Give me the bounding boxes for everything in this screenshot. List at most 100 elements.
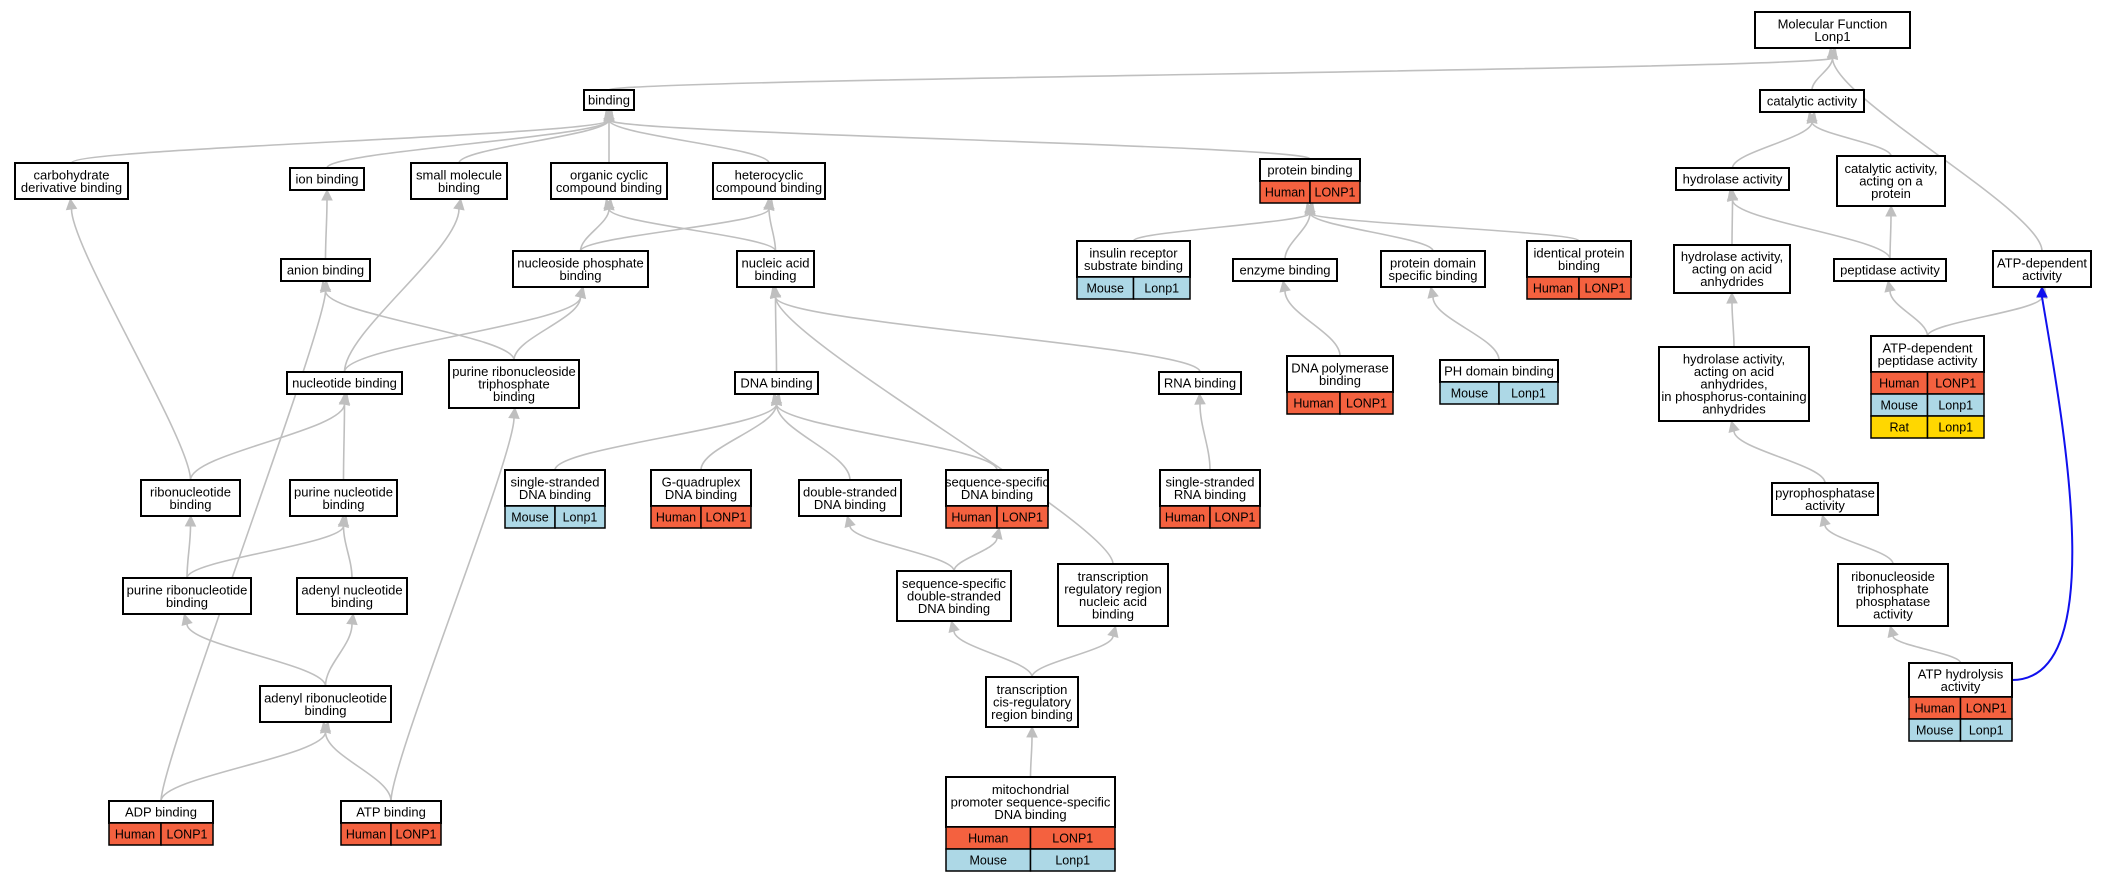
node-label-line: phosphatase [1856, 594, 1930, 609]
go-term-node-dna[interactable]: DNA binding [734, 371, 819, 395]
go-term-node-catalytic[interactable]: catalytic activity [1759, 89, 1865, 113]
go-term-node-ribotri[interactable]: ribonucleosidetriphosphatephosphataseact… [1837, 563, 1949, 627]
edge-line [768, 208, 777, 252]
node-box [734, 371, 819, 395]
edge-line [1889, 215, 1892, 260]
go-term-node-peptidase[interactable]: peptidase activity [1833, 258, 1947, 282]
go-term-node-rna[interactable]: RNA binding [1158, 371, 1242, 395]
node-box [736, 250, 815, 288]
node-label-line: binding [331, 595, 373, 610]
edge-line [324, 290, 515, 361]
edge-atphyd-to-ribotri [1887, 625, 1962, 664]
gene-cell [160, 822, 214, 846]
edge-arrowhead [1884, 280, 1896, 293]
node-label-line: double-stranded [907, 589, 1001, 604]
edge-line [774, 296, 1114, 565]
go-term-node-hydrolase[interactable]: hydrolase activity [1675, 167, 1790, 191]
node-label-line: activity [2022, 268, 2062, 283]
edge-arrowhead [453, 198, 465, 211]
species-label: Mouse [511, 511, 549, 525]
edge-arrowhead [319, 279, 332, 293]
node-box [296, 577, 408, 615]
node-label-line: hydrolase activity, [1683, 352, 1785, 367]
node-box [1158, 371, 1242, 395]
node-box [1232, 258, 1338, 282]
edge-line [774, 296, 1201, 373]
edge-atppep-to-peptidase [1884, 280, 1929, 337]
go-term-node-ion[interactable]: ion binding [289, 167, 365, 191]
node-label-line: binding [170, 497, 212, 512]
edge-line [1199, 403, 1211, 471]
node-box [14, 162, 129, 200]
go-term-node-hydphos[interactable]: hydrolase activity,acting on acidanhydri… [1658, 346, 1810, 422]
node-label-line: protein [1871, 186, 1911, 201]
node-box [512, 250, 649, 288]
gene-label: LONP1 [1935, 377, 1976, 391]
edge-line [1309, 212, 1434, 252]
go-term-node-binding[interactable]: binding [583, 89, 635, 111]
node-box [1057, 563, 1169, 627]
go-term-node-anion[interactable]: anion binding [280, 258, 371, 282]
edge-arrowhead [346, 612, 358, 626]
go-term-node-nucleotide[interactable]: nucleotide binding [286, 371, 403, 395]
go-term-node-hydanh[interactable]: hydrolase activity,acting on acidanhydri… [1673, 244, 1791, 294]
node-box [1908, 662, 2013, 698]
node-label-line: heterocyclic [735, 167, 804, 182]
node-box [1673, 244, 1791, 294]
edge-line [513, 296, 582, 361]
node-label-line: sequence-specific [902, 576, 1007, 591]
node-label-line: binding [438, 180, 480, 195]
go-term-node-enzyme[interactable]: enzyme binding [1232, 258, 1338, 282]
node-label-line: activity [1805, 498, 1845, 513]
edge-line [1811, 57, 1834, 91]
edge-line [70, 208, 192, 481]
edge-arrowhead [1726, 291, 1738, 304]
edge-adenylribo-to-adenyl [324, 612, 358, 687]
edge-atp-to-purribotri [390, 406, 520, 802]
species-label: Human [115, 828, 155, 842]
gene-label: Lonp1 [1969, 724, 2004, 738]
node-box [289, 167, 365, 191]
edge-line [1824, 524, 1894, 565]
gene-label: LONP1 [396, 828, 437, 842]
